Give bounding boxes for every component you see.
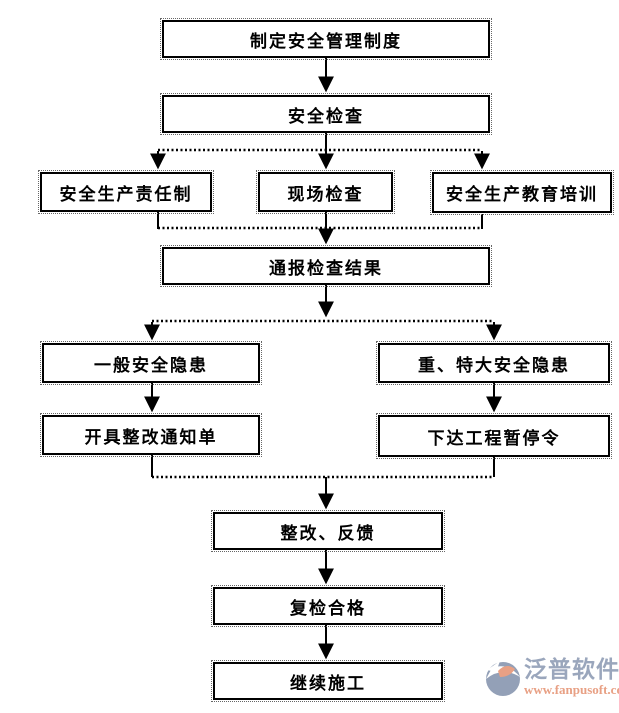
fanpu-logo: 泛普软件 www.fanpusoft.com [483,658,619,698]
node-label: 重、特大安全隐患 [418,355,570,375]
node-site-inspection: 现场检查 [256,170,395,214]
node-education-training: 安全生产教育培训 [430,170,614,215]
node-label: 下达工程暂停令 [427,428,561,448]
node-major-hazard: 重、特大安全隐患 [376,341,612,385]
node-responsibility-system: 安全生产责任制 [38,170,214,214]
node-continue-construction: 继续施工 [211,660,445,702]
node-label: 通报检查结果 [269,258,383,278]
node-safety-inspection: 安全检查 [160,93,492,135]
node-label: 整改、反馈 [280,523,376,543]
node-general-hazard: 一般安全隐患 [40,341,262,385]
fanpu-logo-url: www.fanpusoft.com [524,682,619,697]
node-rectification-notice: 开具整改通知单 [40,413,262,457]
node-suspension-order: 下达工程暂停令 [376,413,612,459]
node-establish-safety-system: 制定安全管理制度 [160,18,492,60]
node-label: 开具整改通知单 [84,427,218,447]
node-label: 安全生产教育培训 [446,185,598,204]
fanpu-logo-name: 泛普软件 [524,656,619,682]
fanpu-logo-icon [486,661,520,696]
node-recheck-passed: 复检合格 [211,585,445,627]
node-label: 安全生产责任制 [59,184,193,204]
node-label: 一般安全隐患 [94,355,208,375]
node-label: 复检合格 [290,598,366,618]
node-label: 继续施工 [290,673,366,693]
node-rectify-feedback: 整改、反馈 [211,510,445,552]
node-label: 现场检查 [287,184,364,204]
node-label: 制定安全管理制度 [250,31,402,51]
node-report-results: 通报检查结果 [160,245,492,287]
node-label: 安全检查 [288,106,364,126]
